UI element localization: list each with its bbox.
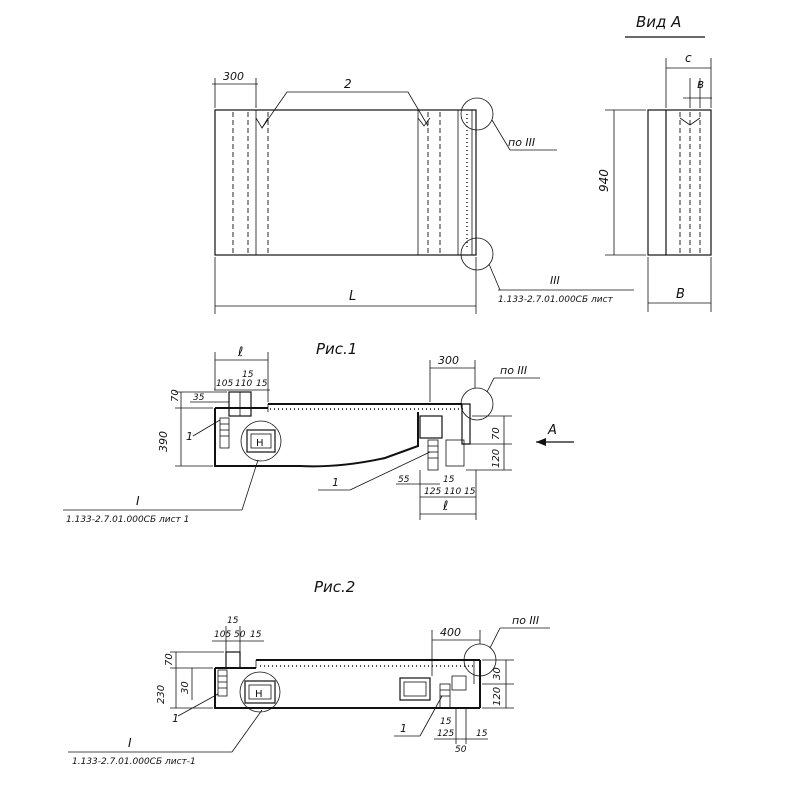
fig2-pos-1-bottom: 1: [400, 722, 407, 735]
dim-940: 940: [597, 169, 611, 192]
fig1-node-ref: по III: [500, 364, 527, 377]
fig2-dim-50b: 50: [455, 745, 467, 755]
fig1-dim-15b: 15: [256, 379, 268, 389]
fig1-caption: Рис.1: [316, 340, 357, 358]
fig2-dim-15c: 15: [440, 717, 452, 727]
section-leader: [231, 709, 263, 753]
fig1-end-block: [461, 403, 471, 445]
fig1-embed-inner: [250, 433, 272, 449]
dim-length: L: [349, 289, 356, 304]
leader-section: [488, 263, 501, 291]
fig1-pos-1-bottom: 1: [332, 476, 339, 489]
fig2-embed-inner: [248, 684, 272, 700]
fig2-section-sheet: 1.133-2.7.01.000СБ лист-1: [72, 757, 196, 767]
fig1-left-bolt: [219, 417, 230, 449]
fig1-dim-e-top: ℓ: [237, 345, 243, 360]
top-view-outline: [214, 109, 477, 256]
fig1-dim-e-bottom: ℓ: [442, 499, 448, 514]
fig2-dim-400: 400: [440, 626, 461, 639]
dim-c: с: [685, 51, 692, 65]
fig1-right-bolt: [427, 439, 439, 471]
fig2-embed-plate-right: [399, 677, 431, 701]
fig2-dim-30: 30: [180, 681, 191, 694]
view-a-outline: [647, 109, 712, 256]
fig2-embed-plate: [244, 680, 276, 704]
leader: [349, 451, 431, 491]
callout-2: 2: [344, 77, 352, 91]
fig1-dim-15a: 15: [242, 370, 254, 380]
fig1-node-circle-left: [240, 420, 282, 462]
fig2-section-label: I: [128, 736, 132, 750]
fig2-embed-inner-right: [403, 681, 427, 697]
fig1-embed-plate: [246, 429, 276, 453]
section-leader: [241, 459, 259, 511]
fig1-dim-390: 390: [157, 431, 170, 452]
fig2-embed-symbol: H: [255, 689, 263, 700]
section-label-top: III: [550, 274, 560, 287]
fig2-left-lug: [225, 651, 241, 669]
figure-1: Рис.1 H по III ℓ: [63, 340, 574, 525]
fig1-dim-125: 125: [424, 487, 441, 497]
section-sheet-top: 1.133-2.7.01.000СБ лист: [498, 295, 614, 305]
fig1-dim-15d: 15: [464, 487, 476, 497]
fig2-dim-15b: 15: [250, 630, 262, 640]
view-arrow-head: [536, 438, 546, 446]
fig2-dim-105: 105: [214, 630, 231, 640]
node-circle-top: [460, 97, 494, 131]
fig1-dim-right-120: 120: [491, 449, 502, 468]
leader: [419, 695, 443, 737]
fig1-dim-110: 110: [235, 379, 252, 389]
fig1-dim-105: 105: [216, 379, 233, 389]
fig1-node-circle-right: [460, 387, 494, 421]
fig1-pos-1-left: 1: [186, 430, 193, 443]
fig2-node-ref: по III: [512, 614, 539, 627]
fig1-right-lug: [419, 415, 443, 439]
fig1-dim-right-70: 70: [491, 427, 502, 440]
dim-300-top: 300: [223, 70, 244, 83]
fig1-dim-70: 70: [170, 389, 181, 402]
fig2-dim-15a: 15: [227, 616, 239, 626]
fig2-dim-right-120: 120: [492, 687, 503, 706]
figure-2: Рис.2 H по III 1: [68, 578, 550, 767]
fig2-dim-230: 230: [156, 685, 167, 704]
fig2-left-bolt: [217, 669, 228, 697]
fig1-dim-300: 300: [438, 354, 459, 367]
fig2-dim-15d: 15: [476, 729, 488, 739]
fig1-dim-55: 55: [398, 475, 410, 485]
node-circle-bottom: [460, 237, 494, 271]
fig2-pos-1-left: 1: [172, 712, 179, 725]
leader: [177, 693, 219, 717]
view-a-title: Вид А: [636, 13, 681, 31]
fig2-dim-70: 70: [164, 653, 175, 666]
leader-node: [491, 119, 511, 151]
fig1-view-arrow: А: [547, 423, 557, 438]
dim-width: В: [676, 287, 685, 302]
fig2-dim-125: 125: [437, 729, 454, 739]
fig2-slab-bottom: [214, 668, 480, 709]
top-view: 300 2 по III III 1.133-2.7.01.000СБ лист…: [212, 70, 634, 314]
dim-b-small: в: [697, 77, 704, 91]
fig1-dim-15c: 15: [443, 475, 455, 485]
fig1-slab-bottom: [214, 408, 419, 468]
fig1-section-sheet: 1.133-2.7.01.000СБ лист 1: [66, 515, 189, 525]
leader: [192, 419, 221, 437]
fig2-caption: Рис.2: [314, 578, 355, 596]
lug-detail: [417, 117, 431, 127]
node-ref-top: по III: [508, 136, 535, 149]
fig2-right-lug: [451, 675, 467, 691]
view-a-detail: [679, 117, 701, 126]
fig1-section-label: I: [136, 494, 140, 508]
view-a: Вид А с в 940 В: [597, 13, 712, 312]
lug-detail: [255, 117, 269, 129]
fig1-dim-35: 35: [193, 393, 205, 403]
leader-2: [261, 91, 429, 129]
fig1-right-block: [445, 439, 465, 467]
leader: [486, 377, 495, 393]
fig1-dim-110b: 110: [444, 487, 461, 497]
fig2-dim-right-30: 30: [492, 667, 503, 680]
fig1-embed-symbol: H: [256, 438, 264, 449]
leader: [489, 627, 501, 649]
fig2-node-circle-left: [239, 671, 281, 713]
